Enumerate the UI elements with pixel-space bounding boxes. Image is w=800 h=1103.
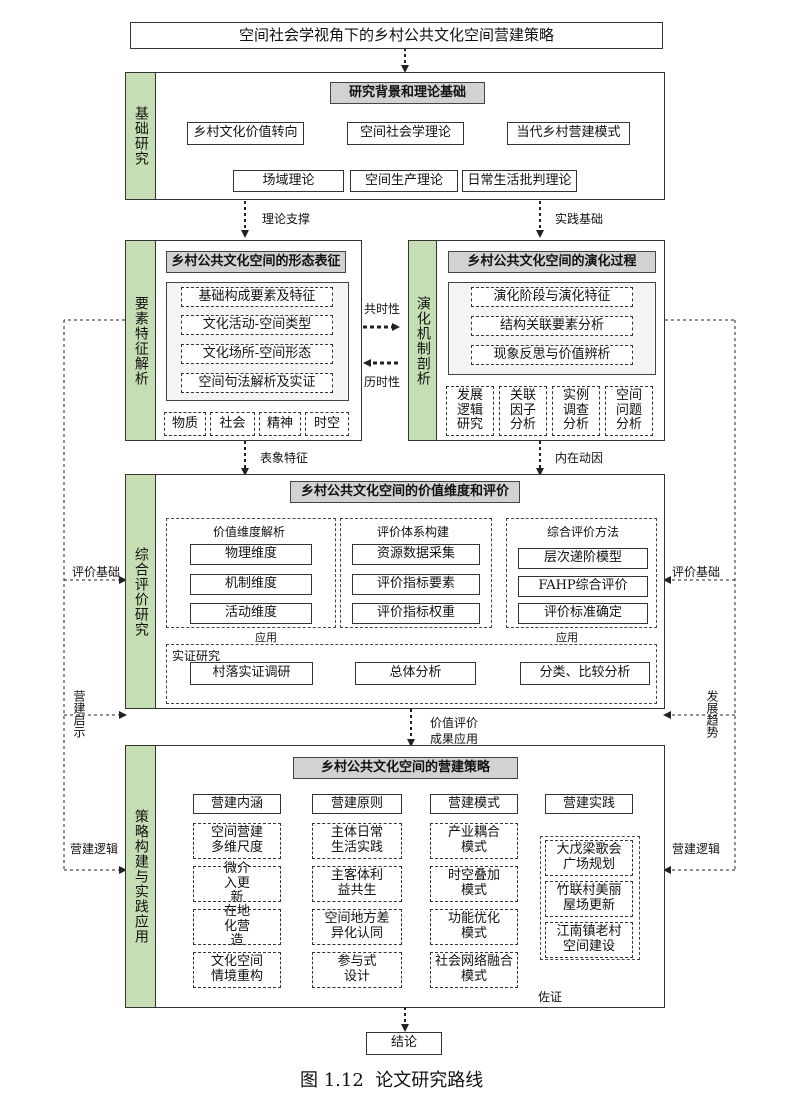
s3-heading: 乡村公共文化空间的演化过程 [448, 251, 656, 273]
side-label-text: 基础研究 [132, 106, 149, 166]
s5-item: 竹联村美丽屋场更新 [545, 881, 633, 917]
s5-item: 空间营建多维尺度 [193, 823, 281, 859]
s3-bottom-item: 发展逻辑研究 [446, 386, 494, 436]
s5-item: 功能优化模式 [430, 909, 518, 945]
s2-bottom-item: 时空 [305, 412, 349, 436]
synchronic-label: 共时性 [364, 302, 401, 316]
s2-item: 空间句法解析及实证 [181, 373, 333, 393]
s5-item: 微介入更新 [193, 861, 281, 905]
s5-item: 江南镇老村空间建设 [545, 922, 633, 958]
s1-item: 乡村文化价值转向 [187, 122, 304, 145]
apply-label-left: 应用 [255, 631, 277, 644]
s4-col2-item: 资源数据采集 [352, 544, 480, 565]
s5-item: 主体日常生活实践 [312, 823, 402, 859]
s5-item: 时空叠加模式 [430, 866, 518, 902]
s1-subitem: 场域理论 [233, 170, 344, 192]
s4-col3-region [506, 518, 657, 628]
s2-heading: 乡村公共文化空间的形态表征 [166, 251, 346, 273]
value-eval-label: 价值评价 [430, 716, 479, 730]
theory-support-label: 理论支撑 [262, 212, 311, 226]
section-side-label: 基础研究 [126, 73, 156, 199]
section-side-label: 要素特征解析 [126, 241, 156, 440]
s2-item: 文化活动-空间类型 [181, 315, 333, 335]
s3-item: 结构关联要素分析 [471, 316, 633, 336]
s1-item: 空间社会学理论 [347, 122, 464, 145]
proof-label: 佐证 [538, 990, 563, 1004]
s3-bottom-item: 空间问题分析 [605, 386, 653, 436]
s5-item: 空间地方差异化认同 [312, 909, 402, 945]
s1-subitem: 日常生活批判理论 [462, 170, 577, 192]
side-label-text: 策略构建与实践应用 [132, 809, 149, 944]
figure-caption: 图 1.12 论文研究路线 [300, 1070, 484, 1091]
s4-col2-item: 评价指标要素 [352, 574, 480, 595]
s4-col3-title: 综合评价方法 [547, 525, 620, 539]
conclusion-box: 结论 [366, 1032, 442, 1055]
s1-item: 当代乡村营建模式 [507, 122, 630, 145]
s2-bottom-item: 精神 [259, 412, 301, 436]
s4-col2-title: 评价体系构建 [377, 525, 450, 539]
build-hint-label: 营建启示 [72, 690, 86, 738]
apply-label-right: 应用 [556, 631, 578, 644]
s2-bottom-item: 物质 [164, 412, 206, 436]
side-label-text: 要素特征解析 [132, 295, 149, 386]
s2-bottom-item: 社会 [210, 412, 255, 436]
internal-motive-label: 内在动因 [555, 451, 604, 465]
side-label-text: 演化机制剖析 [414, 295, 431, 386]
practice-region [540, 836, 640, 960]
side-label-text: 综合评价研究 [132, 546, 149, 637]
s1-heading: 研究背景和理论基础 [330, 82, 485, 104]
trend-label: 发展趋势 [705, 690, 719, 738]
s5-col-title: 营建实践 [545, 794, 633, 814]
case-study-label: 实证研究 [172, 649, 221, 663]
logic-right-label: 营建逻辑 [672, 842, 721, 856]
s4-col3-item: 层次递阶模型 [518, 548, 648, 569]
case-item: 村落实证调研 [190, 662, 313, 685]
s4-col3-item: FAHP综合评价 [518, 576, 648, 597]
s4-col1-item: 机制维度 [190, 574, 312, 595]
s5-col-title: 营建模式 [430, 794, 518, 814]
s4-col2-region [340, 518, 492, 628]
diagram-title: 空间社会学视角下的乡村公共文化空间营建策略 [130, 22, 663, 49]
s2-item: 文化场所-空间形态 [181, 344, 333, 364]
s4-col1-title: 价值维度解析 [213, 525, 286, 539]
section-side-label: 演化机制剖析 [409, 241, 437, 440]
s5-col-title: 营建原则 [312, 794, 402, 814]
s3-bottom-item: 实例调查分析 [552, 386, 600, 436]
s5-item: 大戊梁歌会广场规划 [545, 840, 633, 876]
section-side-label: 综合评价研究 [126, 475, 156, 708]
s4-col1-region [166, 518, 336, 628]
logic-left-label: 营建逻辑 [70, 842, 119, 856]
case-item: 总体分析 [355, 662, 476, 685]
eval-basis-left-label: 评价基础 [72, 565, 121, 579]
case-study-region [166, 644, 657, 704]
eval-basis-right-label: 评价基础 [672, 565, 721, 579]
s4-col2-item: 评价指标权重 [352, 603, 480, 624]
diachronic-label: 历时性 [364, 375, 401, 389]
s4-col3-item: 评价标准确定 [518, 603, 648, 624]
result-apply-label: 成果应用 [430, 732, 479, 746]
s5-item: 主客体利益共生 [312, 866, 402, 902]
s4-heading: 乡村公共文化空间的价值维度和评价 [290, 481, 520, 503]
s2-item: 基础构成要素及特征 [181, 287, 333, 307]
s1-subitem: 空间生产理论 [350, 170, 458, 192]
s5-heading: 乡村公共文化空间的营建策略 [293, 757, 518, 779]
s5-item: 参与式设计 [312, 952, 402, 988]
s4-col1-item: 物理维度 [190, 544, 312, 565]
s5-item: 在地化营造 [193, 904, 281, 948]
s4-col1-item: 活动维度 [190, 603, 312, 624]
s3-item: 演化阶段与演化特征 [471, 287, 633, 307]
appearance-feature-label: 表象特征 [260, 451, 309, 465]
practice-basis-label: 实践基础 [555, 212, 604, 226]
s3-bottom-item: 关联因子分析 [499, 386, 547, 436]
s5-item: 文化空间情境重构 [193, 952, 281, 988]
s3-item: 现象反思与价值辨析 [471, 345, 633, 365]
s5-item: 产业耦合模式 [430, 823, 518, 859]
section-side-label: 策略构建与实践应用 [126, 746, 156, 1007]
s5-item: 社会网络融合模式 [430, 952, 518, 988]
s5-col-title: 营建内涵 [193, 794, 281, 814]
case-item: 分类、比较分析 [520, 662, 650, 685]
